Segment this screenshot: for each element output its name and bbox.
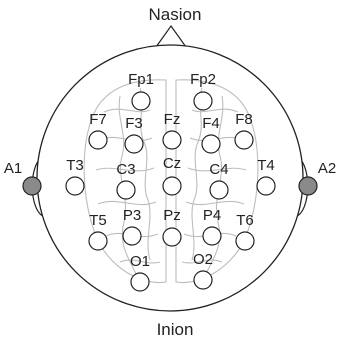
electrode-label: T4: [257, 157, 275, 174]
electrode-marker: [130, 272, 150, 292]
electrode-label: P4: [203, 207, 221, 224]
electrode-label: C3: [116, 161, 135, 178]
nasion-label: Nasion: [149, 5, 202, 24]
electrode-pz: Pz: [162, 207, 182, 247]
reference-label-a1: A1: [4, 160, 22, 177]
electrode-marker: [193, 91, 213, 111]
electrode-label: Fp1: [128, 71, 154, 88]
electrode-c4: C4: [209, 161, 229, 200]
electrode-label: Cz: [163, 155, 181, 172]
electrode-label: F7: [89, 111, 107, 128]
electrode-marker: [88, 231, 108, 251]
electrode-label: F8: [235, 111, 253, 128]
electrode-fp2: Fp2: [190, 71, 216, 111]
electrode-t6: T6: [235, 212, 255, 251]
brain-illustration: [83, 79, 259, 284]
electrode-cz: Cz: [162, 155, 182, 196]
electrode-o1: O1: [130, 253, 150, 292]
electrode-label: Pz: [163, 207, 181, 224]
reference-label-a2: A2: [318, 160, 336, 177]
electrode-t3: T3: [65, 157, 85, 196]
electrode-label: F3: [125, 115, 143, 132]
electrode-marker: [234, 130, 254, 150]
electrode-c3: C3: [116, 161, 136, 200]
electrode-label: O2: [193, 251, 213, 268]
electrode-label: O1: [130, 253, 150, 270]
electrode-marker: [209, 180, 229, 200]
electrode-marker: [202, 226, 222, 246]
electrode-marker: [193, 270, 213, 290]
electrode-p4: P4: [202, 207, 222, 246]
electrode-o2: O2: [193, 251, 213, 290]
electrode-marker: [122, 226, 142, 246]
electrode-f4: F4: [201, 115, 221, 154]
electrode-marker: [124, 134, 144, 154]
electrode-f3: F3: [124, 115, 144, 154]
electrode-marker: [162, 227, 182, 247]
electrode-marker: [116, 180, 136, 200]
electrode-label: T3: [66, 157, 84, 174]
electrode-label: C4: [209, 161, 228, 178]
electrode-fz: Fz: [162, 111, 182, 150]
electrode-t4: T4: [256, 157, 276, 196]
electrode-label: Fz: [164, 111, 181, 128]
electrode-marker: [131, 91, 151, 111]
electrode-fp1: Fp1: [128, 71, 154, 111]
electrode-p3: P3: [122, 207, 142, 246]
electrode-f7: F7: [88, 111, 108, 150]
electrode-label: T5: [89, 212, 107, 229]
nose-outline: [155, 24, 187, 48]
inion-label: Inion: [157, 320, 194, 339]
electrode-label: T6: [236, 212, 254, 229]
electrode-label: F4: [202, 115, 220, 132]
electrode-label: P3: [123, 207, 141, 224]
reference-electrode-a2: [298, 176, 318, 196]
electrode-marker: [256, 176, 276, 196]
electrode-label: Fp2: [190, 71, 216, 88]
electrode-marker: [162, 176, 182, 196]
electrode-marker: [65, 176, 85, 196]
electrode-marker: [235, 231, 255, 251]
electrode-f8: F8: [234, 111, 254, 150]
electrode-marker: [88, 130, 108, 150]
electrode-marker: [162, 130, 182, 150]
electrode-marker: [201, 134, 221, 154]
electrode-t5: T5: [88, 212, 108, 251]
reference-electrode-a1: [22, 176, 42, 196]
